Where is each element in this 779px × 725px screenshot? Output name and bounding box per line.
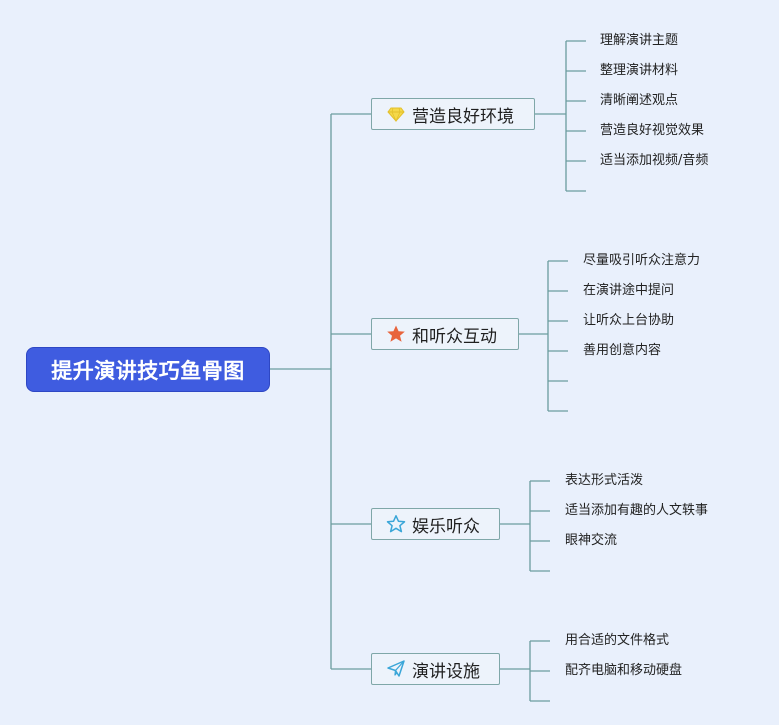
leaf-topic[interactable]: 理解演讲主题 bbox=[600, 33, 679, 48]
branch-topic-label: 演讲设施 bbox=[412, 661, 480, 682]
star-outline-icon bbox=[386, 514, 406, 534]
star-filled-icon bbox=[386, 324, 406, 344]
root-topic[interactable]: 提升演讲技巧鱼骨图 bbox=[26, 347, 270, 392]
branch-topic-label: 营造良好环境 bbox=[412, 106, 514, 127]
paper-plane-icon bbox=[386, 659, 406, 679]
branch-topic-facilities[interactable]: 演讲设施 bbox=[371, 653, 500, 685]
leaf-topic[interactable]: 配齐电脑和移动硬盘 bbox=[565, 663, 683, 678]
leaf-topic[interactable]: 眼神交流 bbox=[565, 533, 618, 548]
leaf-topic[interactable]: 让听众上台协助 bbox=[583, 313, 675, 328]
leaf-topic[interactable]: 清晰阐述观点 bbox=[600, 93, 679, 108]
leaf-topic[interactable]: 表达形式活泼 bbox=[565, 473, 644, 488]
diamond-icon bbox=[386, 104, 406, 124]
leaf-topic[interactable]: 适当添加视频/音频 bbox=[600, 153, 709, 168]
root-topic-label: 提升演讲技巧鱼骨图 bbox=[51, 358, 245, 383]
leaf-topic[interactable]: 尽量吸引听众注意力 bbox=[583, 253, 701, 268]
leaf-topic[interactable]: 用合适的文件格式 bbox=[565, 633, 670, 648]
branch-topic-environment[interactable]: 营造良好环境 bbox=[371, 98, 535, 130]
leaf-topic[interactable]: 适当添加有趣的人文轶事 bbox=[565, 503, 709, 518]
leaf-topic[interactable]: 整理演讲材料 bbox=[600, 63, 679, 78]
branch-topic-entertain[interactable]: 娱乐听众 bbox=[371, 508, 500, 540]
leaf-topic[interactable]: 营造良好视觉效果 bbox=[600, 123, 705, 138]
leaf-topic[interactable]: 善用创意内容 bbox=[583, 343, 662, 358]
branch-topic-label: 娱乐听众 bbox=[412, 516, 480, 537]
branch-topic-interaction[interactable]: 和听众互动 bbox=[371, 318, 519, 350]
leaf-topic[interactable]: 在演讲途中提问 bbox=[583, 283, 675, 298]
branch-topic-label: 和听众互动 bbox=[412, 326, 497, 347]
